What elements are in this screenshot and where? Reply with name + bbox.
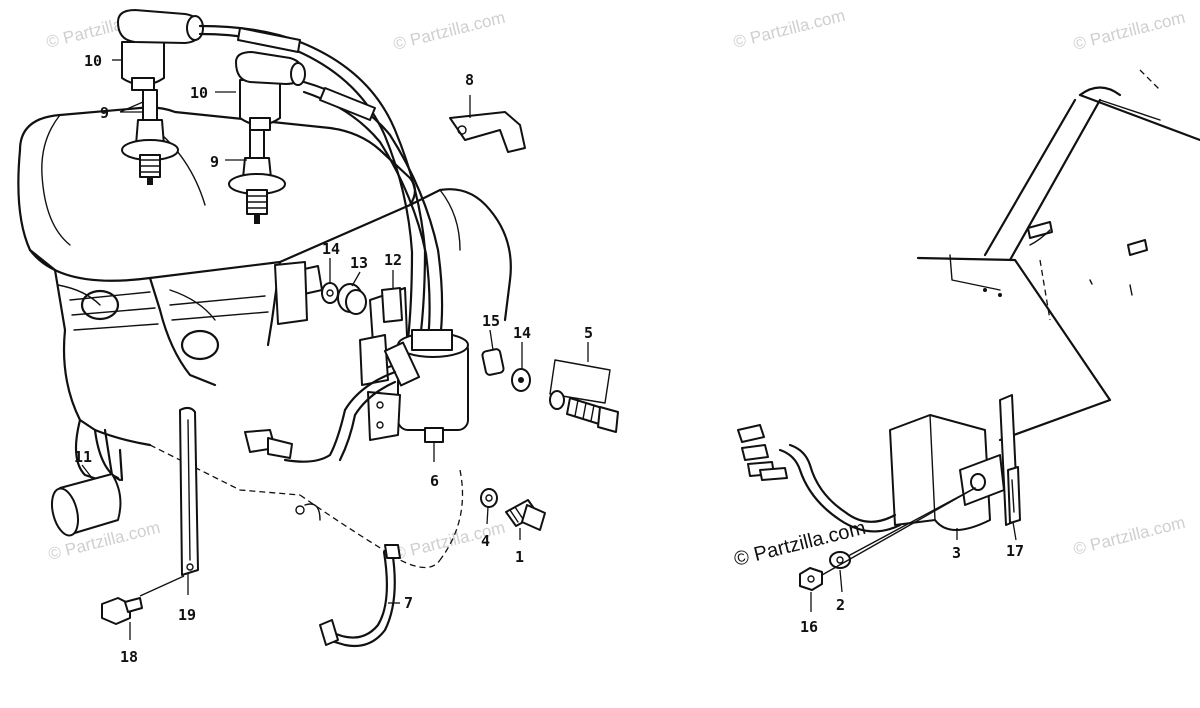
callout-8: 8 — [465, 71, 474, 89]
strap-7 — [319, 544, 401, 648]
bolt-1-and-washer-4 — [480, 488, 546, 531]
coil-mount-hardware — [481, 348, 619, 433]
ignition-coil-6 — [244, 287, 469, 463]
callout-16: 16 — [800, 618, 818, 636]
washer-2 — [829, 551, 851, 569]
callout-14b: 14 — [513, 324, 531, 342]
callout-19: 19 — [178, 606, 196, 624]
callout-18: 18 — [120, 648, 138, 666]
ignition-wires — [198, 24, 444, 342]
watermark-4: © Partzilla.com — [1071, 8, 1187, 54]
spark-plug-9b — [228, 129, 286, 224]
bolt-18 — [101, 597, 143, 625]
frame-assembly — [916, 69, 1200, 442]
callout-9a: 9 — [100, 104, 109, 122]
watermark-3: © Partzilla.com — [731, 6, 847, 52]
callout-6: 6 — [430, 472, 439, 490]
sleeve-11 — [50, 473, 122, 537]
callout-4: 4 — [481, 532, 490, 550]
callout-10a: 10 — [84, 52, 102, 70]
callout-12: 12 — [384, 251, 402, 269]
watermark-7: © Partzilla.com — [1071, 513, 1187, 559]
callout-15: 15 — [482, 312, 500, 330]
callout-5: 5 — [584, 324, 593, 342]
callout-10b: 10 — [190, 84, 208, 102]
clamp-8 — [449, 111, 526, 153]
callout-1: 1 — [515, 548, 524, 566]
callout-3: 3 — [952, 544, 961, 562]
callout-11: 11 — [74, 448, 92, 466]
cdi-box-3 — [889, 414, 1005, 531]
callout-17: 17 — [1006, 542, 1024, 560]
callout-7: 7 — [404, 594, 413, 612]
callouts: 10 10 9 9 8 14 13 12 15 14 5 6 4 1 11 19… — [74, 52, 1024, 666]
cdi-wiring — [737, 424, 902, 533]
callout-2: 2 — [836, 596, 845, 614]
watermark-2: © Partzilla.com — [391, 8, 507, 54]
callout-9b: 9 — [210, 153, 219, 171]
leader-lines — [81, 59, 1017, 640]
nut-16 — [799, 567, 823, 591]
strap-19 — [179, 406, 199, 576]
callout-13: 13 — [350, 254, 368, 272]
bracket-17 — [999, 394, 1021, 526]
mount-hardware-left — [274, 261, 403, 325]
spark-plug-cap-10a — [117, 9, 204, 91]
spark-plug-cap-10b — [235, 51, 306, 131]
callout-14a: 14 — [322, 240, 340, 258]
spark-plug-9a — [121, 89, 179, 185]
